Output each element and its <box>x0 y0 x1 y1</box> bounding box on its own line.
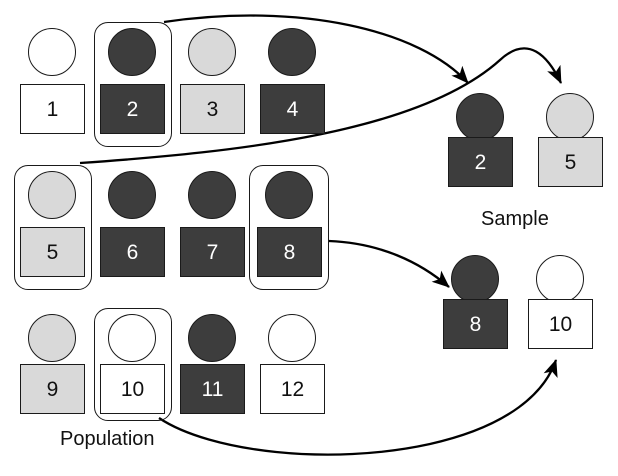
unit-label-box: 2 <box>100 84 165 134</box>
unit-circle <box>108 171 156 219</box>
unit-label-box: 1 <box>20 84 85 134</box>
unit-circle <box>188 314 236 362</box>
arrow-unit-10-to-sample-10 <box>158 359 558 456</box>
arrow-unit-5-to-sample-5 <box>79 47 563 165</box>
unit-circle <box>546 93 594 141</box>
unit-label-box: 10 <box>528 299 593 349</box>
unit-circle <box>188 28 236 76</box>
unit-label-box: 12 <box>260 364 325 414</box>
unit-circle <box>456 93 504 141</box>
unit-label-box: 10 <box>100 364 165 414</box>
unit-circle <box>28 171 76 219</box>
unit-label-box: 4 <box>260 84 325 134</box>
population-caption: Population <box>60 428 155 450</box>
unit-label-box: 9 <box>20 364 85 414</box>
unit-circle <box>108 314 156 362</box>
selection-frame-unit-2 <box>94 22 172 147</box>
selection-frame-unit-8 <box>249 165 329 290</box>
unit-circle <box>451 255 499 303</box>
unit-circle <box>188 171 236 219</box>
sample-caption: Sample <box>481 208 549 230</box>
unit-label-box: 8 <box>443 299 508 349</box>
selection-frame-unit-10 <box>94 308 172 421</box>
unit-circle <box>268 28 316 76</box>
unit-label-box: 5 <box>20 227 85 277</box>
unit-circle <box>28 314 76 362</box>
unit-circle <box>28 28 76 76</box>
unit-circle <box>265 171 313 219</box>
arrow-unit-8-to-sample-8 <box>328 239 450 288</box>
unit-label-box: 3 <box>180 84 245 134</box>
selection-frame-unit-5 <box>14 165 92 290</box>
unit-circle <box>108 28 156 76</box>
unit-label-box: 11 <box>180 364 245 414</box>
unit-circle <box>536 255 584 303</box>
unit-circle <box>268 314 316 362</box>
unit-label-box: 8 <box>257 227 322 277</box>
unit-label-box: 5 <box>538 137 603 187</box>
unit-label-box: 7 <box>180 227 245 277</box>
arrow-unit-2-to-sample-2 <box>163 14 469 84</box>
unit-label-box: 2 <box>448 137 513 187</box>
unit-label-box: 6 <box>100 227 165 277</box>
